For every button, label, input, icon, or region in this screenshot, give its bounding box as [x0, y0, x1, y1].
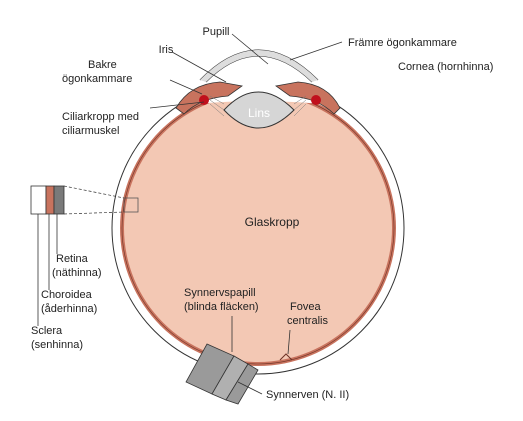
- label-optic-nerve: Synnerven (N. II): [266, 389, 349, 401]
- label-optic-disc-1: Synnervspapill: [184, 287, 256, 299]
- ciliary-body-right: [274, 81, 341, 115]
- label-fovea-1: Fovea: [290, 301, 321, 313]
- label-retina-2: (näthinna): [52, 267, 102, 279]
- label-fovea-2: centralis: [287, 315, 328, 327]
- fovea-centralis: [279, 353, 293, 361]
- eyeball: [111, 81, 405, 375]
- ciliary-body-left: [175, 81, 244, 115]
- label-sclera-2: (senhinna): [31, 339, 83, 351]
- inset-choroid: [45, 185, 55, 215]
- label-anterior-chamber: Främre ögonkammare: [348, 37, 457, 49]
- zonular-fibers: [209, 95, 307, 117]
- label-pupil: Pupill: [203, 26, 230, 38]
- inset-retina: [53, 185, 65, 215]
- ciliary-muscle-right: [311, 95, 321, 105]
- layer-inset: [30, 185, 125, 215]
- label-posterior-chamber-1: Bakre: [88, 59, 117, 71]
- label-sclera-1: Sclera: [31, 325, 63, 337]
- detail-box: [123, 197, 139, 213]
- lens: [223, 91, 295, 129]
- label-lens: Lins: [248, 106, 270, 120]
- label-vitreous: Glaskropp: [245, 215, 300, 229]
- label-cornea: Cornea (hornhinna): [398, 61, 493, 73]
- ciliary-muscle-left: [199, 95, 209, 105]
- label-posterior-chamber-2: ögonkammare: [62, 73, 132, 85]
- label-ciliary-body-1: Ciliarkropp med: [62, 111, 139, 123]
- label-optic-disc-2: (blinda fläcken): [184, 301, 259, 313]
- label-ciliary-body-2: ciliarmuskel: [62, 125, 119, 137]
- vitreous-body: [124, 94, 392, 362]
- label-choroid-1: Choroidea: [41, 289, 93, 301]
- label-choroid-2: (åderhinna): [41, 303, 97, 315]
- label-retina-1: Retina: [56, 253, 89, 265]
- label-iris: Iris: [159, 44, 174, 56]
- inset-sclera: [30, 185, 47, 215]
- leader-lines: [37, 33, 343, 395]
